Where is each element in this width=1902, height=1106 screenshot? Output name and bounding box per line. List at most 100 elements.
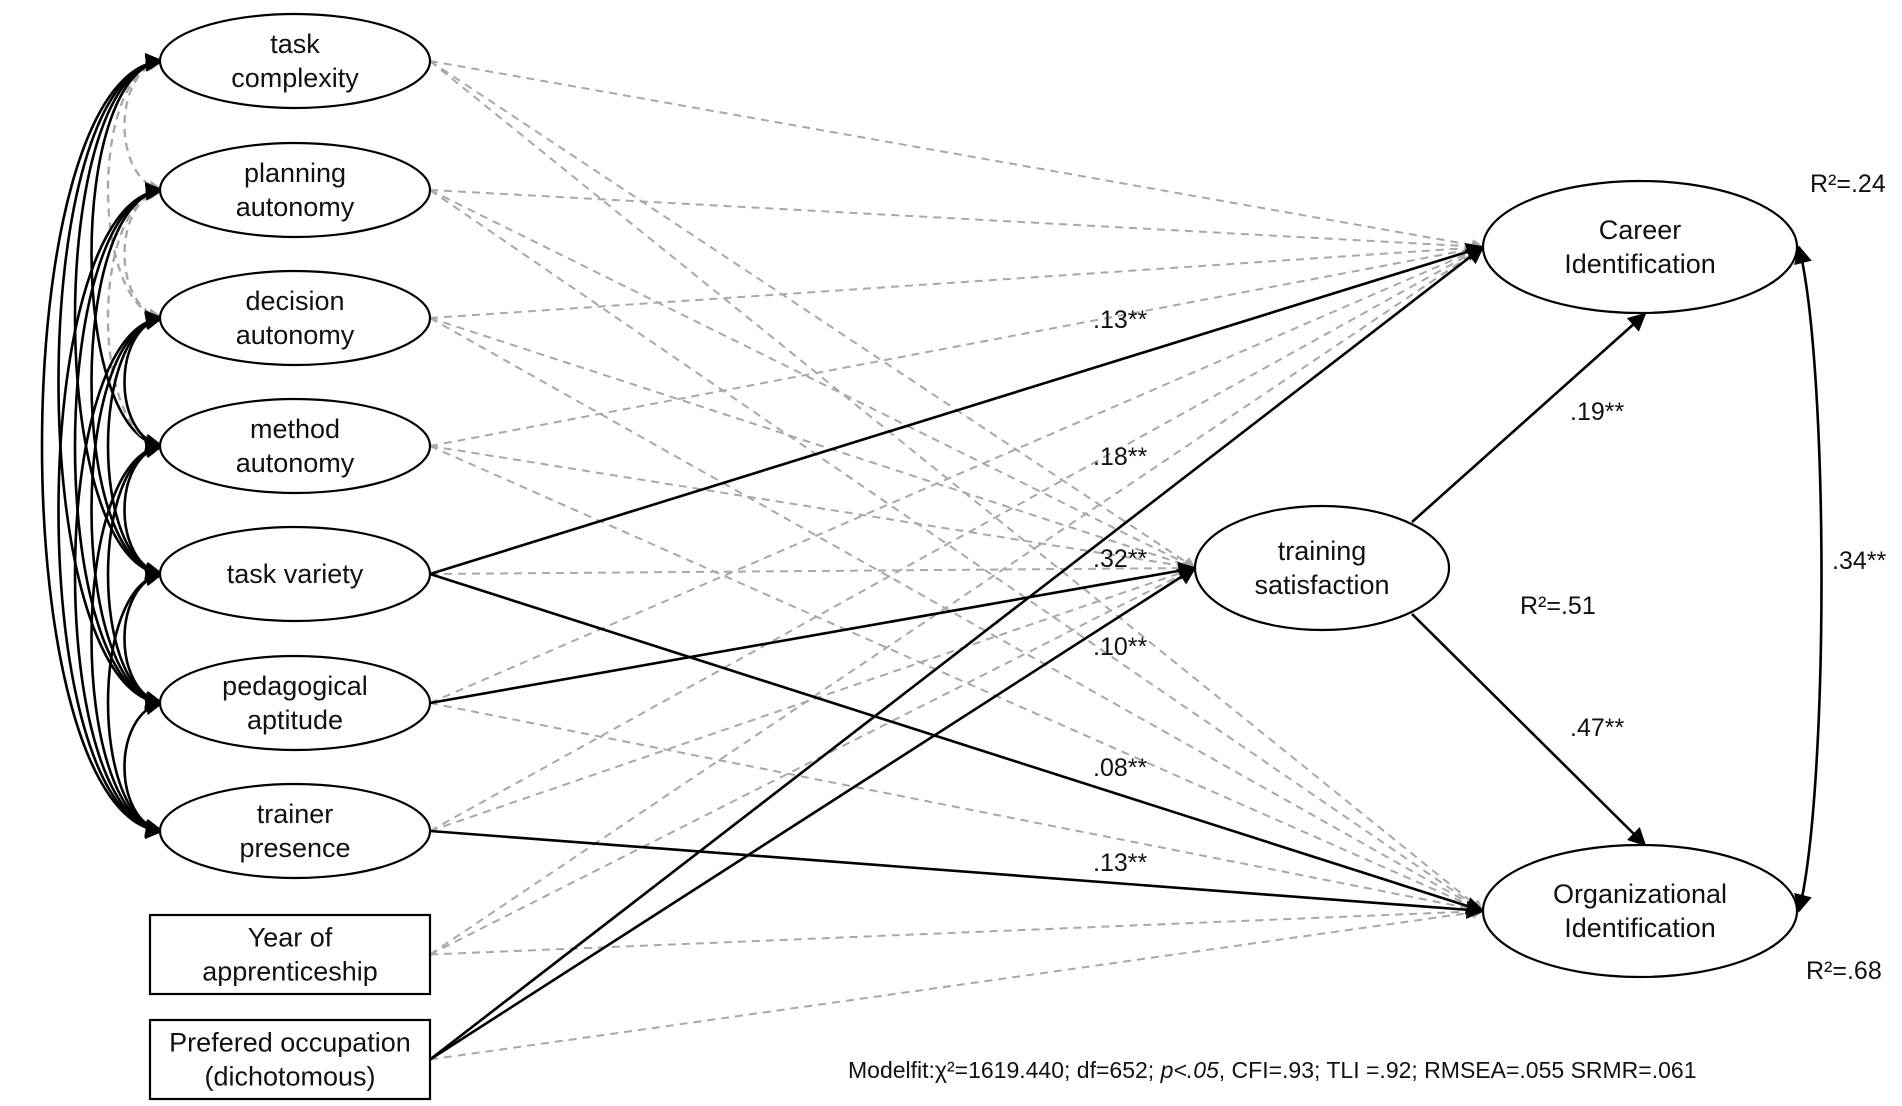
node-label: Career [1599,215,1682,245]
node-task-complexity: task complexity [158,12,432,110]
node-shape [1193,504,1451,632]
path-trainer-presence-to-career-identification [429,246,1485,832]
node-label: training [1278,536,1367,566]
r2-career: R²=.24 [1810,170,1886,198]
node-shape [1481,179,1799,315]
node-label: task variety [227,559,364,589]
path-trainer-presence-to-training-satisfaction [429,565,1197,832]
covariance-decision-autonomy-pedagogical-aptitude [90,310,164,711]
node-label: task [270,29,320,59]
path-pedagogical-aptitude-to-organizational-identification [429,702,1485,915]
node-label: pedagogical [222,671,368,701]
covariance-task-complexity-trainer-presence [40,53,164,839]
covariances [40,53,1823,913]
node-label: apprenticeship [202,957,378,987]
path-planning-autonomy-to-career-identification [429,189,1485,253]
path-task-variety-to-training-satisfaction [429,562,1197,575]
node-training-satisfaction: training satisfaction [1193,504,1451,632]
r2-satisfaction: R²=.51 [1520,592,1596,620]
residual-covariance-career-organizational [1794,245,1823,913]
node-prefered-occupation: Prefered occupation (dichotomous) [148,1018,432,1101]
node-shape [158,654,432,752]
path-year-of-apprenticeship-to-training-satisfaction [429,567,1197,956]
node-trainer-presence: trainer presence [158,782,432,880]
coef-pedagogical-satisfaction: .32** [1093,545,1147,573]
node-label: planning [244,158,346,188]
node-label: Identification [1564,913,1716,943]
coefficient-labels: .13** .18** .32** .10** .08** .13** .19*… [1093,170,1886,985]
path-task-variety-to-organizational-identification [429,572,1485,915]
covariance-planning-autonomy-task-variety [90,182,164,582]
path-decision-autonomy-to-career-identification [429,241,1485,319]
node-planning-autonomy: planning autonomy [158,141,432,239]
node-label: Prefered occupation [169,1028,411,1058]
node-shape [158,12,432,110]
node-label: decision [245,286,344,316]
covariance-decision-autonomy-trainer-presence [73,310,164,839]
node-task-variety: task variety [158,525,432,623]
path-planning-autonomy-to-training-satisfaction [429,189,1197,569]
model-fit-suffix: , CFI=.93; TLI =.92; RMSEA=.055 SRMR=.06… [1219,1057,1697,1083]
path-planning-autonomy-to-organizational-identification [429,189,1484,912]
node-label: Organizational [1553,879,1727,909]
node-label: Year of [248,923,333,953]
node-shape [158,269,432,367]
covariance-task-complexity-task-variety [73,53,164,582]
node-shape [158,782,432,880]
path-task-complexity-to-training-satisfaction [429,60,1197,569]
covariance-method-autonomy-trainer-presence [90,438,164,839]
path-training-satisfaction-to-organizational-identification [1411,613,1647,847]
node-label: presence [239,833,350,863]
path-prefered-occupation-to-career-identification [429,245,1485,1061]
coef-satisfaction-career: .19** [1570,398,1624,426]
node-shape [148,1018,432,1101]
node-method-autonomy: method autonomy [158,397,432,495]
coef-task-variety-organizational: .08** [1093,754,1147,782]
covariance-planning-autonomy-trainer-presence [57,182,164,839]
model-fit-prefix: Modelfit:χ²=1619.440; df=652; [848,1057,1161,1083]
significant-paths [429,243,1647,1061]
path-task-complexity-to-career-identification [429,60,1485,252]
node-label: satisfaction [1254,570,1389,600]
node-shape [1481,843,1799,979]
node-label: complexity [231,63,359,93]
node-label: method [250,414,340,444]
node-label: Identification [1564,249,1716,279]
node-pedagogical-aptitude: pedagogical aptitude [158,654,432,752]
path-pedagogical-aptitude-to-training-satisfaction [429,561,1197,705]
node-shape [148,913,432,996]
path-decision-autonomy-to-training-satisfaction [429,317,1197,571]
nodes: taskcomplexityplanningautonomydecisionau… [148,12,1799,1101]
path-prefered-occupation-to-training-satisfaction [429,566,1197,1061]
r2-organizational: R²=.68 [1806,957,1882,985]
path-pedagogical-aptitude-to-career-identification [429,245,1485,704]
node-shape [158,397,432,495]
node-label: aptitude [247,705,343,735]
coef-prefered-career: .18** [1093,443,1147,471]
covariance-planning-autonomy-pedagogical-aptitude [73,182,164,711]
node-label: autonomy [236,192,355,222]
path-training-satisfaction-to-career-identification [1411,312,1647,523]
coef-prefered-satisfaction: .10** [1093,633,1147,661]
node-label: trainer [257,799,334,829]
coef-task-variety-career: .13** [1093,306,1147,334]
model-fit-text: Modelfit:χ²=1619.440; df=652; p<.05, CFI… [848,1057,1696,1083]
covariance-pedagogical-aptitude-trainer-presence [123,697,164,837]
node-year-of-apprenticeship: Year of apprenticeship [148,913,432,996]
path-task-complexity-to-organizational-identification [429,60,1484,912]
node-shape [158,525,432,623]
path-task-variety-to-career-identification [429,243,1485,576]
model-fit-p: p<.05 [1160,1057,1219,1083]
node-label: (dichotomous) [204,1062,375,1092]
path-decision-autonomy-to-organizational-identification [429,317,1485,912]
path-method-autonomy-to-organizational-identification [429,445,1485,913]
node-shape [158,141,432,239]
coef-trainer-organizational: .13** [1093,849,1147,877]
coef-satisfaction-organizational: .47** [1570,714,1624,742]
node-label: autonomy [236,448,355,478]
path-year-of-apprenticeship-to-career-identification [429,246,1484,956]
